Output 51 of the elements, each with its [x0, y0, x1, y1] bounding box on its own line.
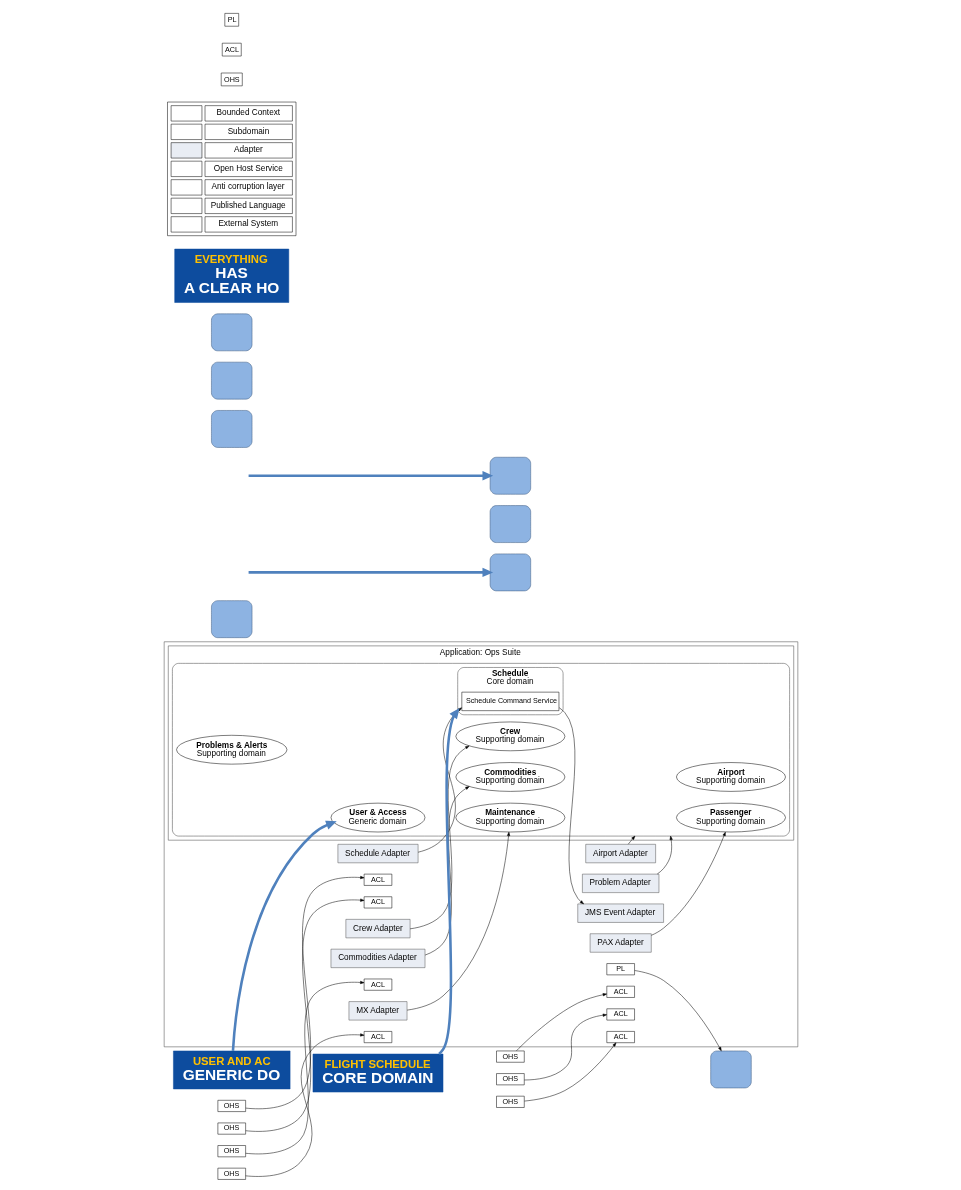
legend-label: Anti corruption layer — [210, 182, 285, 192]
node-ellipse: Passenger Supporting domain — [675, 802, 786, 833]
legend-label: Subdomain — [227, 126, 269, 136]
node-box: Crew Adapter — [345, 919, 410, 939]
node-box — [210, 410, 252, 448]
node-box: PAX Adapter — [589, 933, 652, 953]
node-box — [489, 553, 531, 592]
arrow — [437, 708, 460, 1055]
legend-label: Published Language — [210, 200, 286, 210]
node-box: USER AND AC GENERIC DO — [172, 1050, 290, 1090]
arrow — [231, 820, 337, 1051]
arrow — [244, 980, 364, 1155]
arrow — [248, 471, 493, 481]
arrow — [634, 970, 722, 1052]
arrow — [406, 831, 510, 1011]
legend-label: External System — [217, 219, 278, 229]
node-box: EVERYTHING HAS A CLEAR HO — [173, 248, 289, 303]
node-box: Problem Adapter — [581, 873, 659, 893]
node-box — [489, 505, 531, 543]
node-ellipse: Problems & Alerts Supporting domain — [175, 735, 287, 765]
node-box: Schedule Adapter — [337, 844, 418, 864]
node-ellipse: Maintenance Supporting domain — [455, 802, 565, 833]
legend-label: Adapter — [233, 145, 263, 155]
arrow — [656, 835, 673, 875]
arrow — [523, 1042, 616, 1102]
node-box — [489, 457, 531, 495]
legend-label: Bounded Context — [216, 108, 280, 118]
node-box: JMS Event Adapter — [577, 903, 664, 923]
legend-label: Open Host Service — [213, 163, 283, 173]
arrow — [558, 707, 584, 905]
arrow — [424, 786, 469, 956]
node-box: FLIGHT SCHEDULE CORE DOMAIN — [312, 1053, 443, 1093]
node-box — [210, 361, 252, 400]
node-box: Airport Adapter — [584, 844, 656, 864]
node-ellipse: User & Access Generic domain — [330, 802, 425, 833]
arrow — [627, 835, 635, 845]
node-box — [210, 600, 252, 638]
node-box: MX Adapter — [348, 1001, 407, 1021]
node-box — [210, 313, 252, 352]
arrow — [248, 567, 493, 578]
arrow — [409, 745, 469, 930]
arrow — [245, 898, 364, 1132]
arrow — [523, 1013, 607, 1081]
arrow — [417, 707, 462, 853]
node-box: Commodities Adapter — [330, 948, 425, 968]
arrow — [515, 993, 607, 1052]
node-ellipse: Airport Supporting domain — [675, 762, 786, 792]
arrow — [245, 876, 364, 1110]
arrow — [650, 831, 726, 936]
node-box — [709, 1050, 752, 1089]
arrow — [244, 1033, 364, 1177]
